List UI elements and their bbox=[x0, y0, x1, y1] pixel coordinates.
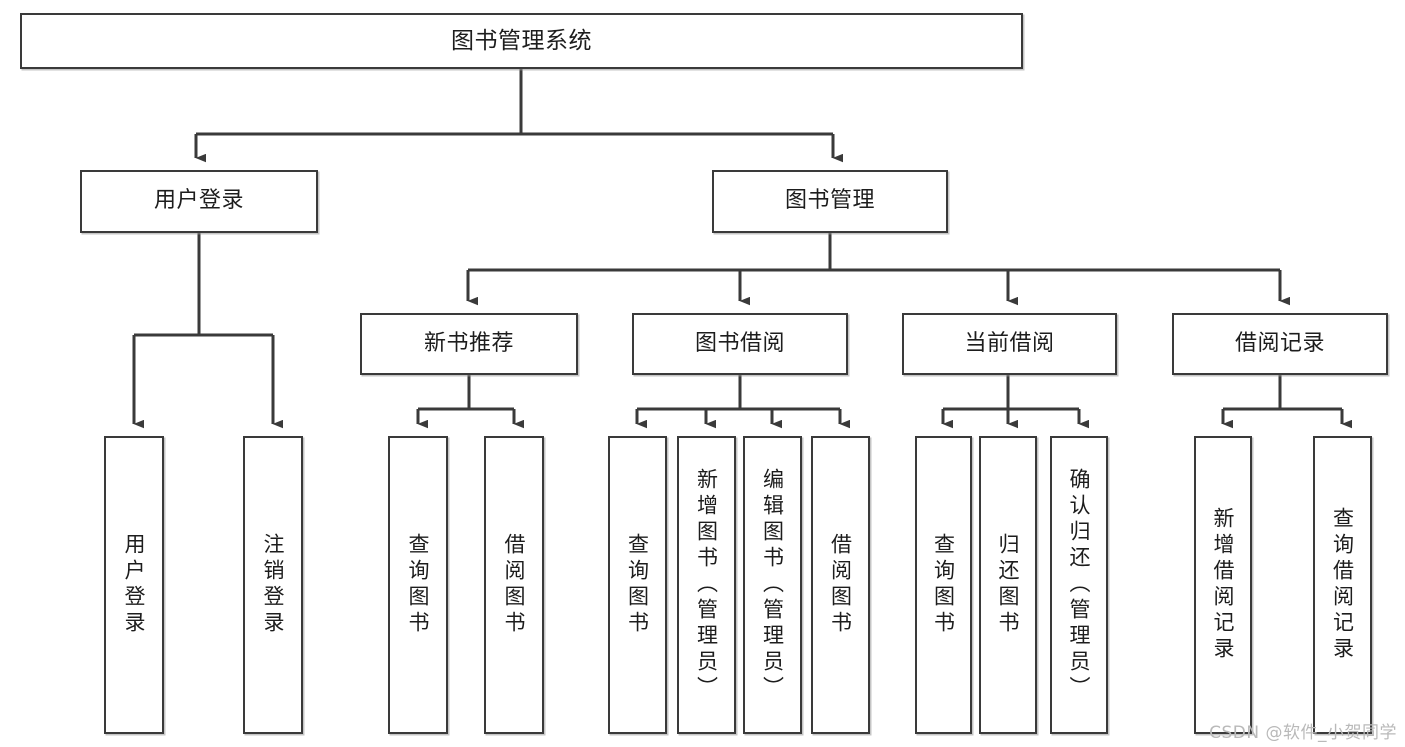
node-leaf-return-book[interactable]: 归还图书 bbox=[979, 436, 1037, 734]
node-label: 用户登录 bbox=[122, 533, 147, 637]
node-leaf-query-book-3[interactable]: 查询图书 bbox=[915, 436, 972, 734]
node-leaf-query-borrow-record[interactable]: 查询借阅记录 bbox=[1313, 436, 1372, 734]
node-book-management[interactable]: 图书管理 bbox=[712, 170, 948, 233]
node-borrowing-record[interactable]: 借阅记录 bbox=[1172, 313, 1388, 375]
node-leaf-borrow-book-2[interactable]: 借阅图书 bbox=[811, 436, 870, 734]
node-label: 借阅图书 bbox=[828, 533, 853, 637]
node-label: 图书管理系统 bbox=[451, 27, 592, 54]
node-root-book-management-system[interactable]: 图书管理系统 bbox=[20, 13, 1023, 69]
node-label: 当前借阅 bbox=[964, 330, 1055, 356]
node-label: 新增图书（管理员） bbox=[694, 468, 719, 702]
node-leaf-query-book-1[interactable]: 查询图书 bbox=[388, 436, 448, 734]
node-label: 查询借阅记录 bbox=[1330, 507, 1355, 663]
node-label: 新增借阅记录 bbox=[1211, 507, 1236, 663]
node-label: 查询图书 bbox=[406, 533, 431, 637]
node-new-book-recommendation[interactable]: 新书推荐 bbox=[360, 313, 578, 375]
node-label: 借阅图书 bbox=[502, 533, 527, 637]
node-leaf-edit-book[interactable]: 编辑图书（管理员） bbox=[743, 436, 802, 734]
node-label: 归还图书 bbox=[996, 533, 1021, 637]
node-label: 新书推荐 bbox=[423, 330, 514, 356]
node-leaf-add-book[interactable]: 新增图书（管理员） bbox=[677, 436, 736, 734]
node-label: 用户登录 bbox=[153, 188, 244, 214]
node-leaf-query-book-2[interactable]: 查询图书 bbox=[608, 436, 667, 734]
node-leaf-confirm-return[interactable]: 确认归还（管理员） bbox=[1050, 436, 1108, 734]
node-label: 图书管理 bbox=[784, 188, 875, 214]
node-book-borrowing[interactable]: 图书借阅 bbox=[632, 313, 848, 375]
node-label: 确认归还（管理员） bbox=[1067, 468, 1092, 702]
node-label: 图书借阅 bbox=[694, 330, 785, 356]
node-current-borrowing[interactable]: 当前借阅 bbox=[902, 313, 1117, 375]
node-leaf-borrow-book-1[interactable]: 借阅图书 bbox=[484, 436, 544, 734]
node-label: 查询图书 bbox=[931, 533, 956, 637]
node-label: 借阅记录 bbox=[1234, 330, 1325, 356]
node-leaf-logout[interactable]: 注销登录 bbox=[243, 436, 303, 734]
node-leaf-add-borrow-record[interactable]: 新增借阅记录 bbox=[1194, 436, 1252, 734]
node-leaf-user-login[interactable]: 用户登录 bbox=[104, 436, 164, 734]
node-label: 注销登录 bbox=[261, 533, 286, 637]
node-user-login[interactable]: 用户登录 bbox=[80, 170, 318, 233]
node-label: 编辑图书（管理员） bbox=[760, 468, 785, 702]
node-label: 查询图书 bbox=[625, 533, 650, 637]
watermark-text: CSDN @软件_小贺同学 bbox=[1209, 723, 1397, 743]
